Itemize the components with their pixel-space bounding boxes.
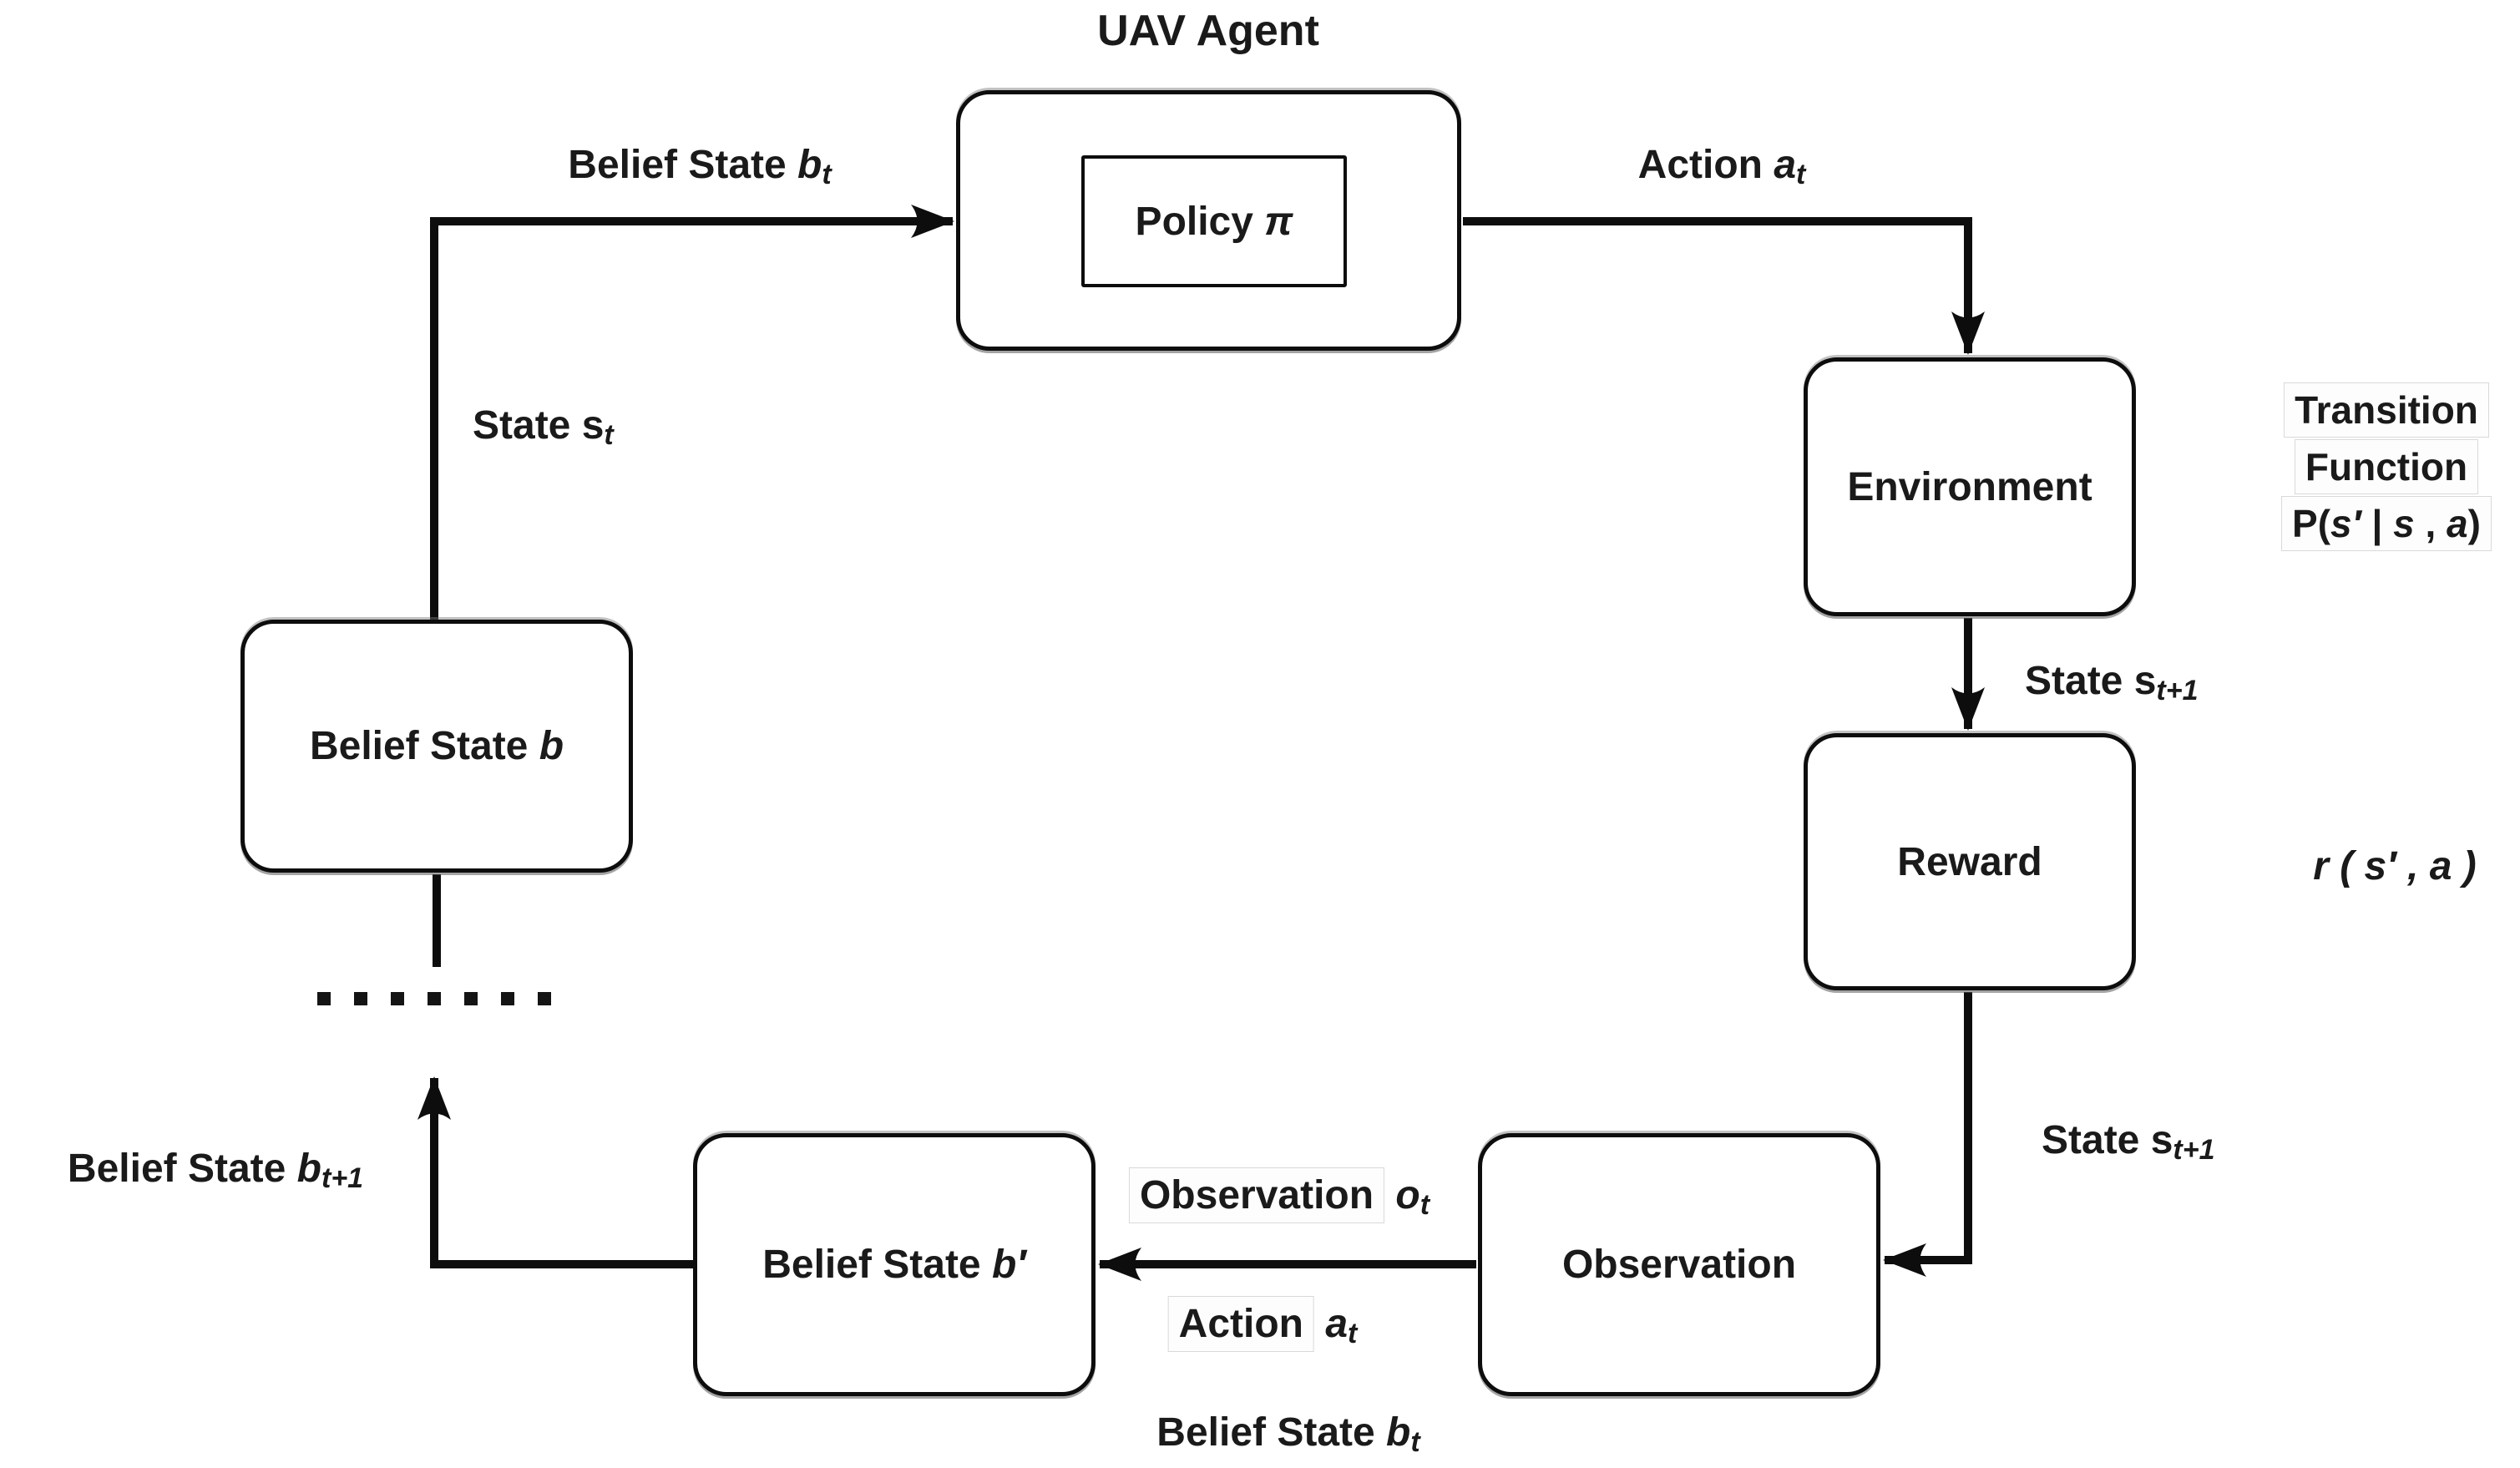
transition-formula: P(s′ | s , a)	[2281, 496, 2492, 551]
observation-box: Observation	[1478, 1133, 1880, 1396]
transition-function-annotation: Transition Function P(s′ | s , a)	[2281, 382, 2492, 551]
policy-label: Policy π	[1135, 199, 1293, 244]
belief-state-prime-label: Belief State b′	[762, 1243, 1026, 1287]
belief-state-prime-box: Belief State b′	[693, 1133, 1096, 1396]
label-action-at-bottom: Action at	[1167, 1296, 1357, 1353]
reward-box: Reward	[1804, 733, 2136, 990]
edge-action-to-environment	[1463, 217, 1985, 355]
belief-state-label: Belief State b	[309, 724, 564, 768]
label-observation-ot: Observation ot	[1128, 1167, 1430, 1224]
diagram-title: UAV Agent	[1097, 7, 1319, 55]
environment-box: Environment	[1804, 357, 2136, 616]
edge-belief-to-agent	[430, 205, 954, 620]
observation-label: Observation	[1561, 1243, 1797, 1287]
label-belief-state-bt-top: Belief State bt	[568, 143, 832, 191]
transition-line1: Transition	[2284, 382, 2489, 438]
reward-label: Reward	[1897, 839, 2042, 884]
policy-box: Policy π	[1081, 155, 1347, 287]
belief-state-box: Belief State b	[240, 620, 633, 873]
label-belief-state-bt1: Belief State bt+1	[67, 1147, 364, 1195]
transition-line2: Function	[2294, 439, 2479, 494]
ellipsis-dots	[317, 992, 566, 1005]
edge-belief-prime-up	[417, 1076, 695, 1268]
label-action-at-top: Action at	[1637, 143, 1806, 191]
label-state-st1-lower: State st+1	[2042, 1118, 2215, 1167]
label-state-st1-upper: State st+1	[2025, 659, 2199, 707]
reward-formula: r ( s′ , a )	[2313, 844, 2477, 888]
label-state-st: State st	[473, 403, 614, 452]
environment-label: Environment	[1847, 464, 2092, 509]
edge-reward-to-observation	[1883, 992, 1972, 1277]
label-belief-state-bt-bottom: Belief State bt	[1156, 1410, 1420, 1459]
